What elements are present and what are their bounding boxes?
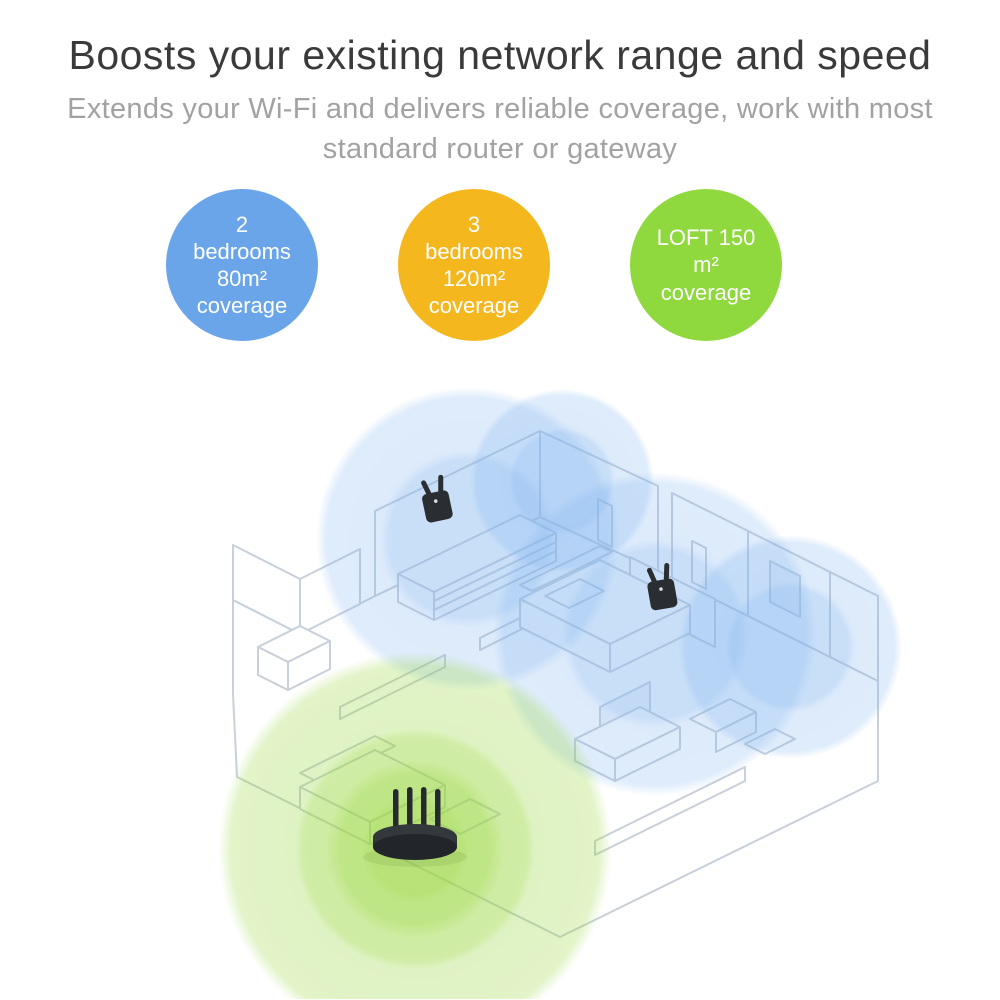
page-subtitle: Extends your Wi-Fi and delivers reliable…: [67, 93, 933, 166]
coverage-badges: 2 bedrooms 80m² coverage 3 bedrooms 120m…: [0, 189, 974, 342]
badge-line: coverage: [428, 293, 520, 319]
badge-line: 120m²: [442, 266, 506, 292]
closet: [257, 625, 331, 692]
page-title: Boosts your existing network range and s…: [68, 32, 932, 78]
badge-line: 2: [235, 211, 249, 237]
wifi-extender-1-icon: [421, 474, 453, 523]
wifi-coverage-blue: [316, 389, 902, 797]
wifi-extender-2-icon: [646, 562, 678, 611]
floorplan-illustration: [218, 389, 902, 1000]
railing: [594, 766, 746, 857]
coverage-badge-2-bedrooms: 2 bedrooms 80m² coverage: [166, 189, 318, 342]
badge-line: bedrooms: [425, 238, 523, 264]
coverage-badge-3-bedrooms: 3 bedrooms 120m² coverage: [398, 189, 550, 342]
router-icon: [363, 787, 467, 868]
badge-line: LOFT 150: [656, 225, 756, 251]
badge-line: 3: [467, 211, 481, 237]
badge-line: 80m²: [216, 266, 268, 292]
coverage-badge-loft: LOFT 150 m² coverage: [630, 189, 782, 342]
badge-line: bedrooms: [193, 238, 291, 264]
badge-line: coverage: [196, 293, 288, 319]
badge-line: m²: [693, 252, 719, 278]
badge-line: coverage: [660, 279, 752, 305]
